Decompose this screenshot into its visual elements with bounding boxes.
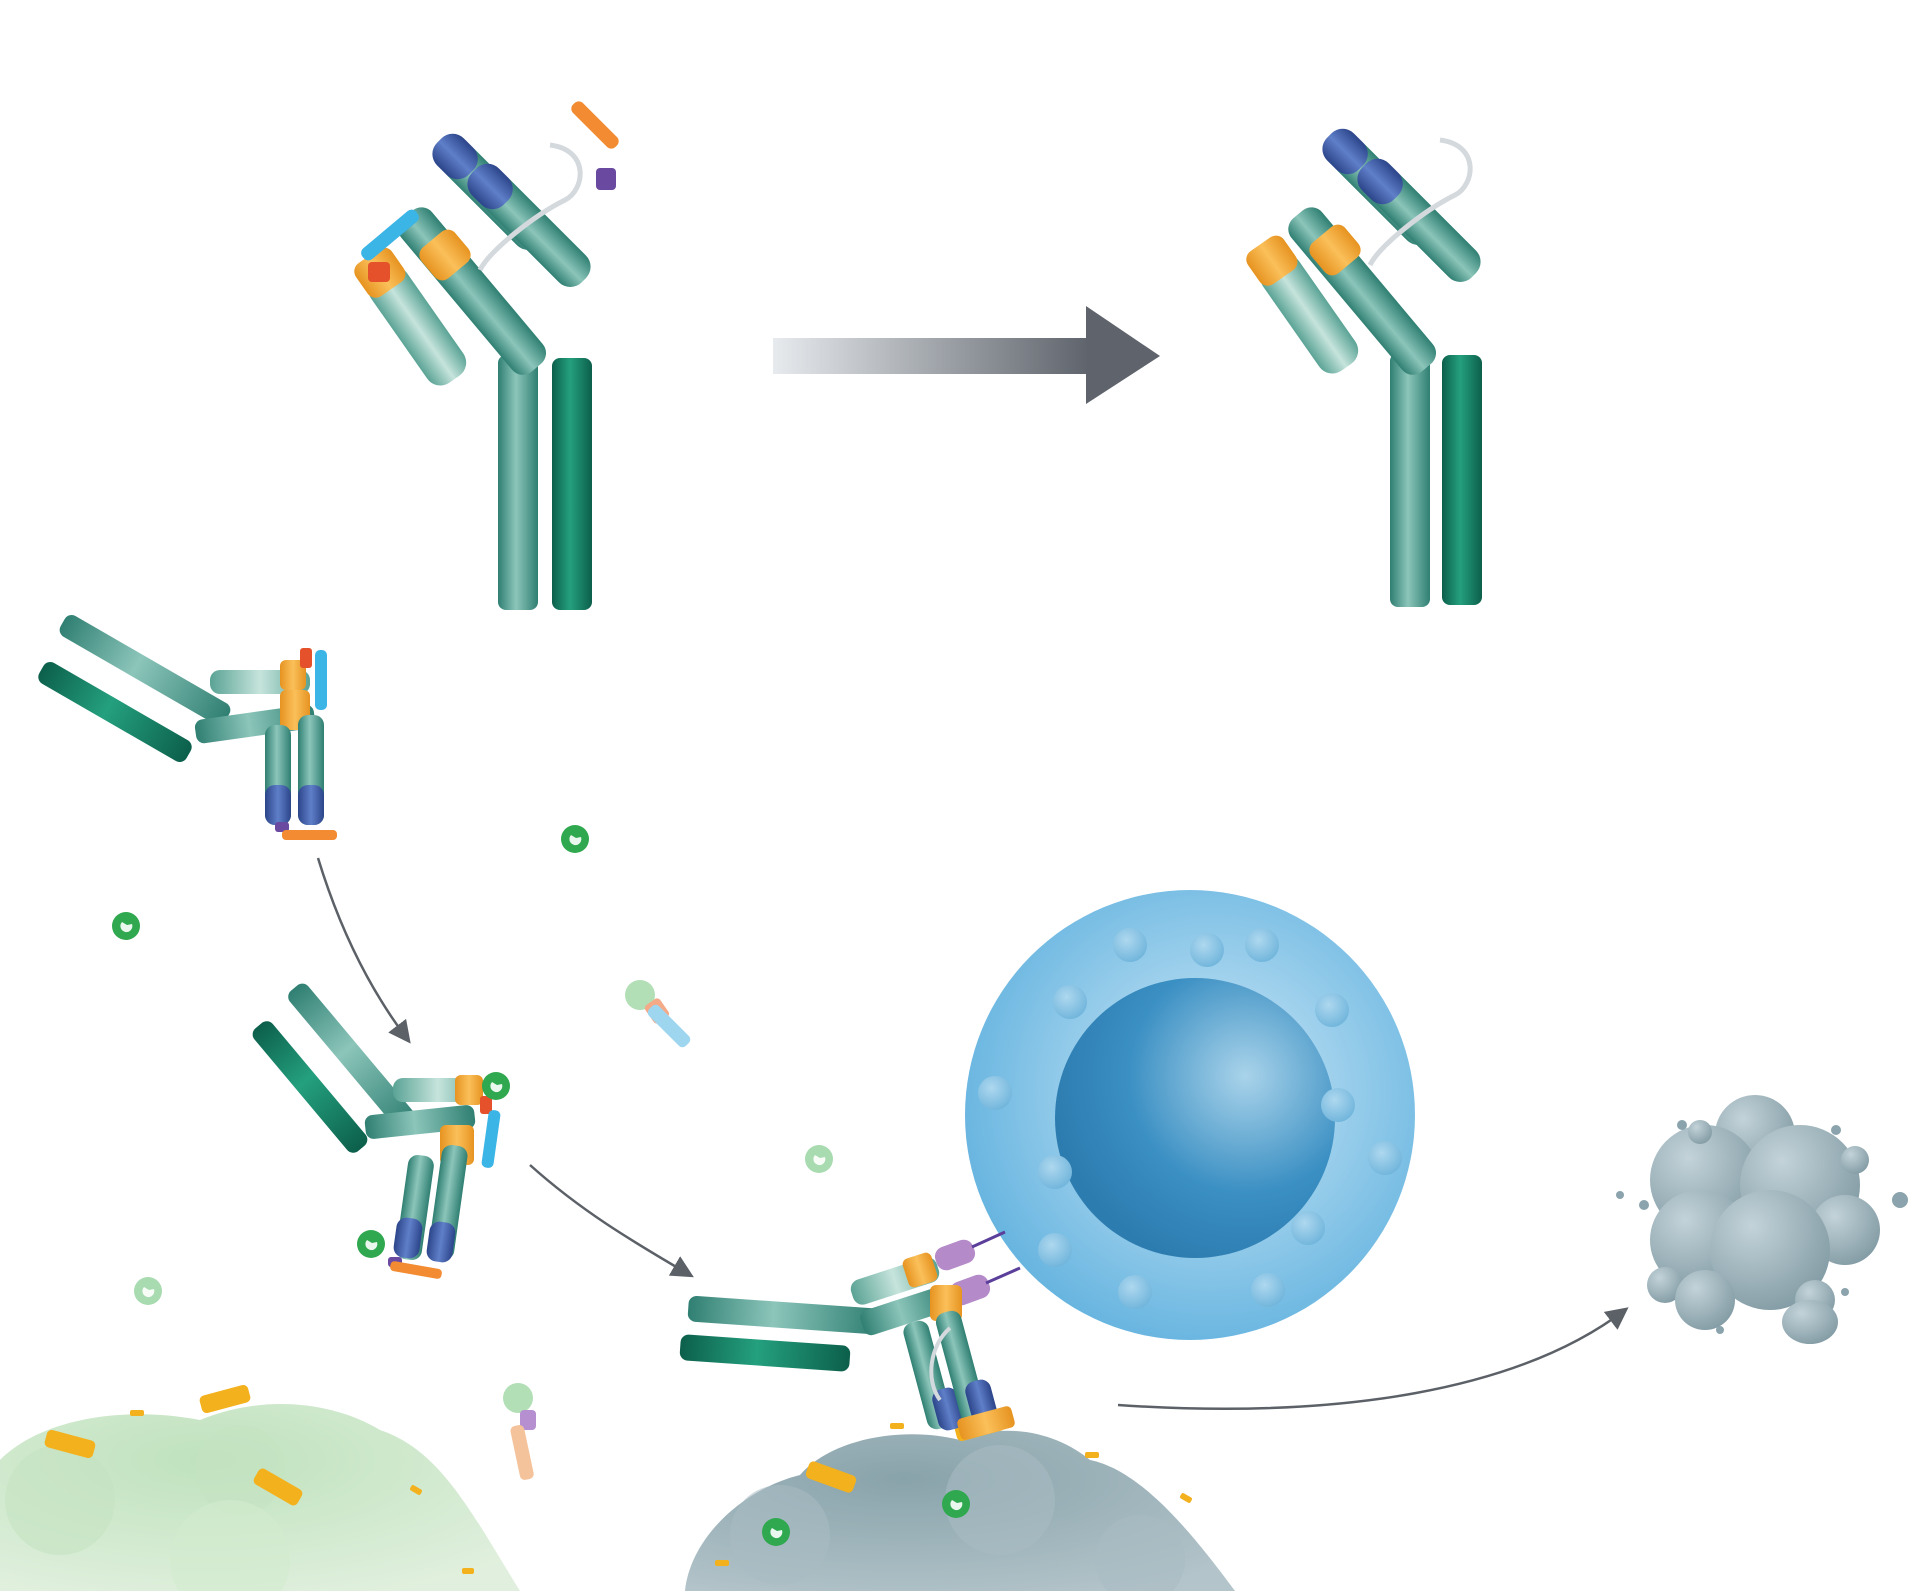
protease-icon <box>762 1518 790 1546</box>
unmasked-antibody <box>1246 128 1482 607</box>
protease-icon <box>942 1490 970 1518</box>
masked-antibody <box>354 101 619 610</box>
flow-arrow-2 <box>529 1164 694 1278</box>
released-mask-orange <box>503 1383 536 1480</box>
activation-arrow-icon <box>773 306 1160 404</box>
free-proteases <box>112 825 833 1305</box>
flow-arrow-1 <box>316 857 411 1044</box>
protease-icon <box>482 1072 510 1100</box>
released-mask-blue <box>625 980 691 1048</box>
t-cell-icon <box>934 890 1415 1340</box>
tumor-cell-icon <box>685 1412 1235 1591</box>
protease-icon <box>357 1230 385 1258</box>
protease-icon <box>805 1145 833 1173</box>
bound-bispecific-antibody <box>679 1252 1015 1440</box>
healthy-cell-icon <box>0 1384 520 1591</box>
protease-icon <box>134 1277 162 1305</box>
tumor-debris-icon <box>1616 1095 1908 1344</box>
protease-icon <box>112 912 140 940</box>
masked-antibody-circulating <box>38 615 337 840</box>
antibody-being-cleaved <box>252 983 510 1279</box>
protease-icon <box>561 825 589 853</box>
flow-arrow-3 <box>1117 1307 1629 1410</box>
